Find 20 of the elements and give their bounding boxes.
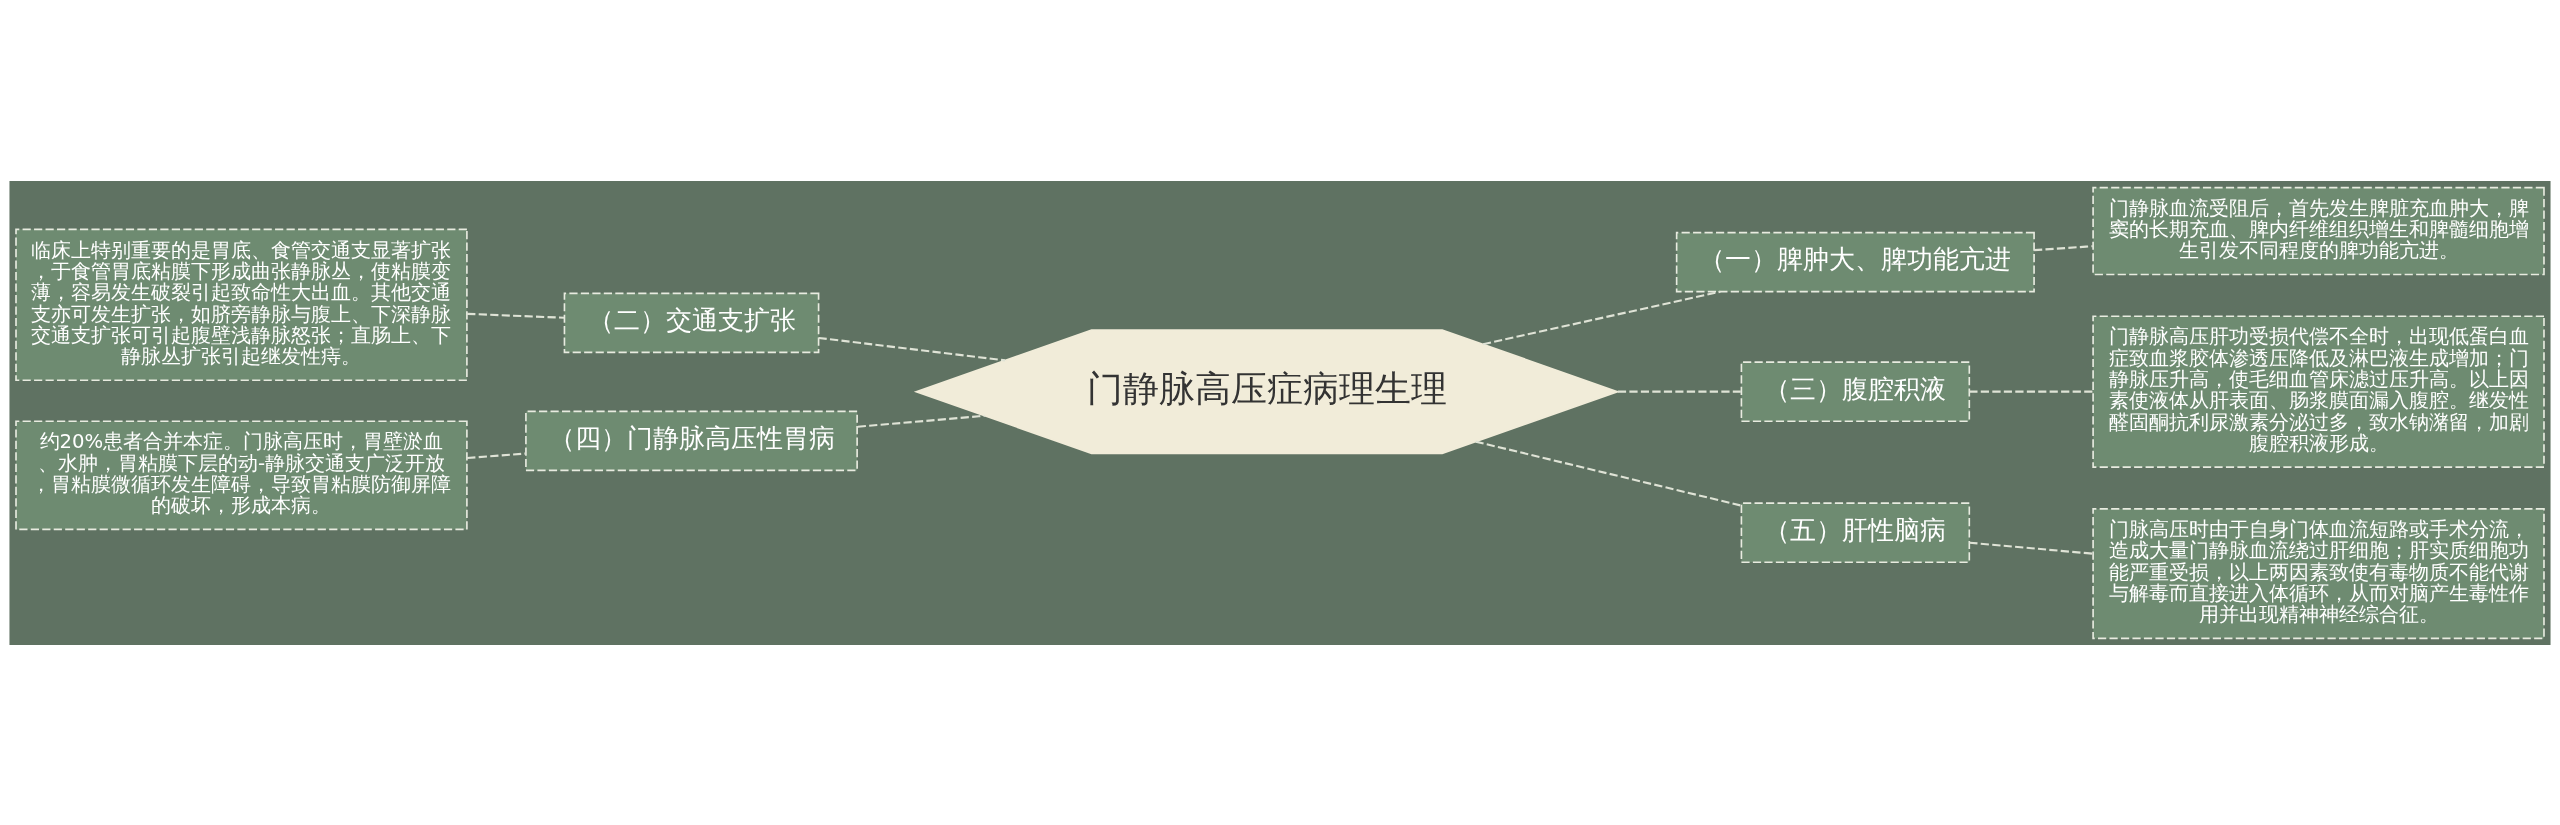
connector [2034,244,2093,251]
node-box: （五）肝性脑病 [1740,501,1971,563]
connector [1969,541,2094,555]
node-box: 门脉高压时由于自身门体血流短路或手术分流，造成大量门静脉血流绕过肝细胞；肝实质细胞功能严重受损，以上两因素致使有毒物质不能代谢与解毒而直接进入体循环，从而对脑产生毒性作用并出现精神神经综合征。 [2092,507,2545,639]
connector [1969,390,2094,393]
connector [857,414,985,428]
node-box: （三）腹腔积液 [1740,360,1971,422]
connector [467,452,526,459]
node-box: 临床上特别重要的是胃底、食管交通支显著扩张，于食管胃底粘膜下形成曲张静脉丛，使粘膜变薄，容易发生破裂引起致命性大出血。其他交通支亦可发生扩张，如脐旁静脉与腹上、下深静脉交通支扩张可引起腹壁浅静脉怒张；直肠上、下静脉丛扩张引起继发性痔。 [15,228,468,381]
node-box: 门静脉血流受阻后，首先发生脾脏充血肿大，脾窦的长期充血、脾内纤维组织增生和脾髓细胞增生引发不同程度的脾功能亢进。 [2092,186,2545,275]
connector [1482,290,1721,345]
node-box: （四）门静脉高压性胃病 [525,410,858,471]
node-box: （二）交通支扩张 [563,292,820,353]
connector [467,312,565,319]
connector [1475,440,1742,507]
node-box: （一）脾肿大、脾功能亢进 [1675,231,2035,292]
node-box: 约20%患者合并本症。门脉高压时，胃壁淤血、水肿，胃粘膜下层的动-静脉交通支广泛开放，胃粘膜微循环发生障碍，导致胃粘膜防御屏障的破坏，形成本病。 [15,419,468,530]
node-box: 门静脉高压肝功受损代偿不全时，出现低蛋白血症致血浆胶体渗透压降低及淋巴液生成增加；门静脉压升高，使毛细血管床滤过压升高。以上因素使液体从肝表面、肠浆膜面漏入腹腔。继发性醛固酮抗利尿激素分泌过多，致水钠潴留，加剧腹腔积液形成。 [2092,314,2545,468]
connector [1617,390,1741,393]
connector [818,336,1006,361]
